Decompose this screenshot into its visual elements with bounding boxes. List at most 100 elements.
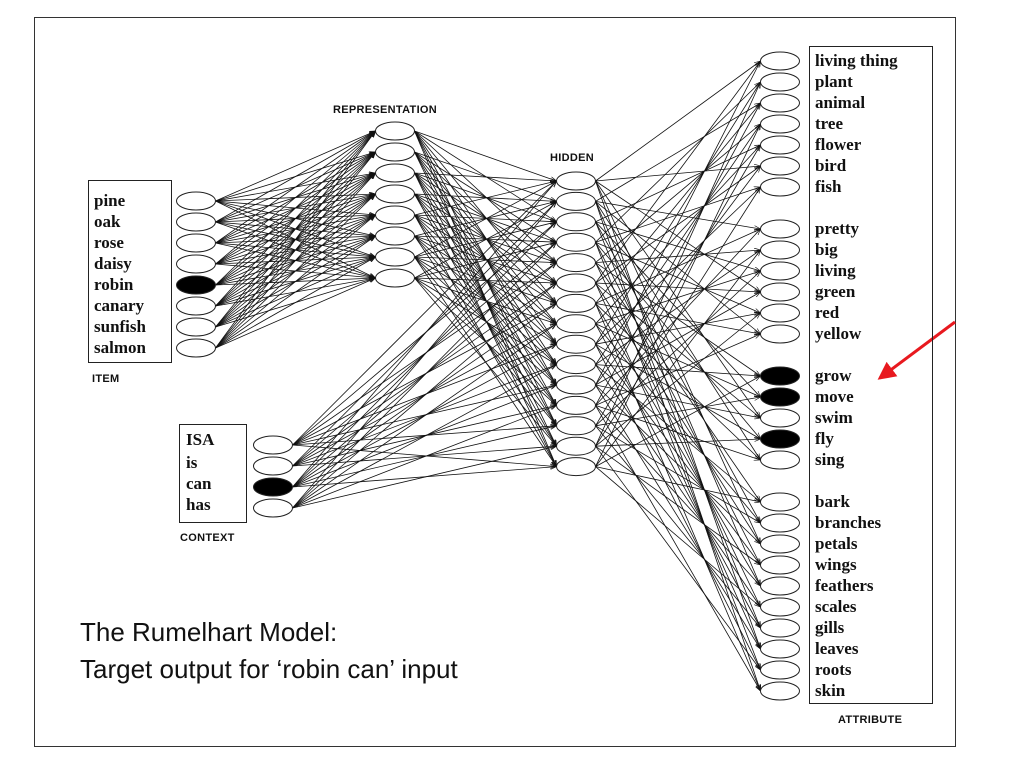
attribute-label-animal: animal bbox=[815, 93, 866, 112]
representation-unit bbox=[375, 184, 415, 204]
connection-edge bbox=[595, 466, 761, 607]
connection-edge bbox=[215, 277, 376, 349]
connection-edge bbox=[595, 201, 761, 460]
item-unit-robin bbox=[176, 275, 216, 295]
connection-edge bbox=[595, 303, 761, 334]
attribute-unit-flower bbox=[760, 135, 800, 155]
connection-edge bbox=[292, 242, 557, 509]
attribute-unit-living-thing bbox=[760, 51, 800, 71]
connection-edge bbox=[595, 376, 761, 467]
item-label-sunfish: sunfish bbox=[94, 317, 146, 336]
attribute-label-roots: roots bbox=[815, 660, 852, 679]
representation-unit bbox=[375, 226, 415, 246]
attribute-label-swim: swim bbox=[815, 408, 853, 427]
connection-edge bbox=[595, 405, 761, 691]
connection-edge bbox=[595, 313, 761, 447]
connection-edge bbox=[292, 365, 557, 509]
connection-edge bbox=[595, 82, 761, 345]
connection-edge bbox=[595, 282, 761, 544]
item-unit-canary bbox=[176, 296, 216, 316]
connection-edge bbox=[595, 333, 761, 406]
attribute-unit-wings bbox=[760, 555, 800, 575]
context-unit-has bbox=[253, 498, 293, 518]
attribute-label-pretty: pretty bbox=[815, 219, 860, 238]
attribute-unit-feathers bbox=[760, 576, 800, 596]
connection-edge bbox=[595, 397, 761, 427]
context-label-ISA: ISA bbox=[186, 430, 215, 449]
connection-edge bbox=[595, 466, 761, 502]
connection-edge bbox=[595, 166, 761, 182]
item-label-salmon: salmon bbox=[94, 338, 146, 357]
representation-unit bbox=[375, 121, 415, 141]
attribute-unit-leaves bbox=[760, 639, 800, 659]
connection-edge bbox=[595, 250, 761, 365]
connection-edge bbox=[595, 241, 761, 314]
connection-edge bbox=[595, 124, 761, 467]
connection-edge bbox=[595, 145, 761, 223]
hidden-unit bbox=[556, 314, 596, 334]
connection-edge bbox=[414, 277, 557, 283]
connection-edge bbox=[595, 384, 761, 418]
connection-edge bbox=[215, 236, 376, 349]
connection-edge bbox=[595, 61, 761, 386]
connection-edge bbox=[414, 172, 557, 181]
item-label-daisy: daisy bbox=[94, 254, 132, 273]
attribute-label-scales: scales bbox=[815, 597, 857, 616]
item-unit-daisy bbox=[176, 254, 216, 274]
connection-edge bbox=[595, 439, 761, 447]
connection-edge bbox=[595, 180, 761, 292]
connection-edge bbox=[595, 124, 761, 365]
attribute-unit-bark bbox=[760, 492, 800, 512]
hidden-unit bbox=[556, 191, 596, 211]
slide-frame bbox=[34, 17, 956, 747]
attribute-unit-petals bbox=[760, 534, 800, 554]
connection-edge bbox=[595, 180, 761, 544]
hidden-unit bbox=[556, 334, 596, 354]
connection-edge bbox=[595, 313, 761, 345]
connection-edge bbox=[595, 221, 761, 523]
connection-edge bbox=[595, 384, 761, 544]
connection-edge bbox=[595, 145, 761, 427]
attribute-unit-fly bbox=[760, 429, 800, 449]
connection-edge bbox=[595, 201, 761, 586]
connection-edge bbox=[215, 131, 376, 307]
connection-edge bbox=[414, 181, 557, 216]
connection-edge bbox=[595, 221, 761, 271]
connection-edge bbox=[595, 425, 761, 523]
attribute-unit-skin bbox=[760, 681, 800, 701]
hidden-unit bbox=[556, 273, 596, 293]
connection-edge bbox=[595, 221, 761, 397]
connection-edge bbox=[595, 82, 761, 447]
hidden-unit bbox=[556, 375, 596, 395]
attribute-unit-swim bbox=[760, 408, 800, 428]
item-label-oak: oak bbox=[94, 212, 121, 231]
connection-edge bbox=[595, 124, 761, 263]
item-label-canary: canary bbox=[94, 296, 145, 315]
connection-edge bbox=[414, 242, 557, 279]
connection-edge bbox=[595, 364, 761, 376]
connection-edge bbox=[595, 445, 761, 670]
connection-edge bbox=[595, 405, 761, 586]
connection-edges bbox=[215, 61, 761, 691]
connection-edge bbox=[595, 343, 761, 439]
connection-edge bbox=[595, 103, 761, 304]
item-unit-sunfish bbox=[176, 317, 216, 337]
attribute-unit-green bbox=[760, 282, 800, 302]
connection-edge bbox=[595, 103, 761, 202]
attribute-label-red: red bbox=[815, 303, 840, 322]
connection-edge bbox=[595, 241, 761, 439]
connection-edge bbox=[595, 445, 761, 565]
connection-edge bbox=[595, 271, 761, 325]
connection-edge bbox=[595, 262, 761, 607]
attribute-caption: ATTRIBUTE bbox=[838, 714, 903, 726]
hidden-unit bbox=[556, 416, 596, 436]
attribute-unit-gills bbox=[760, 618, 800, 638]
connection-edge bbox=[414, 130, 557, 181]
item-unit-pine bbox=[176, 191, 216, 211]
attribute-unit-animal bbox=[760, 93, 800, 113]
connection-edge bbox=[215, 131, 376, 244]
attribute-unit-grow bbox=[760, 366, 800, 386]
connection-edge bbox=[595, 303, 761, 460]
connection-edge bbox=[595, 242, 761, 565]
